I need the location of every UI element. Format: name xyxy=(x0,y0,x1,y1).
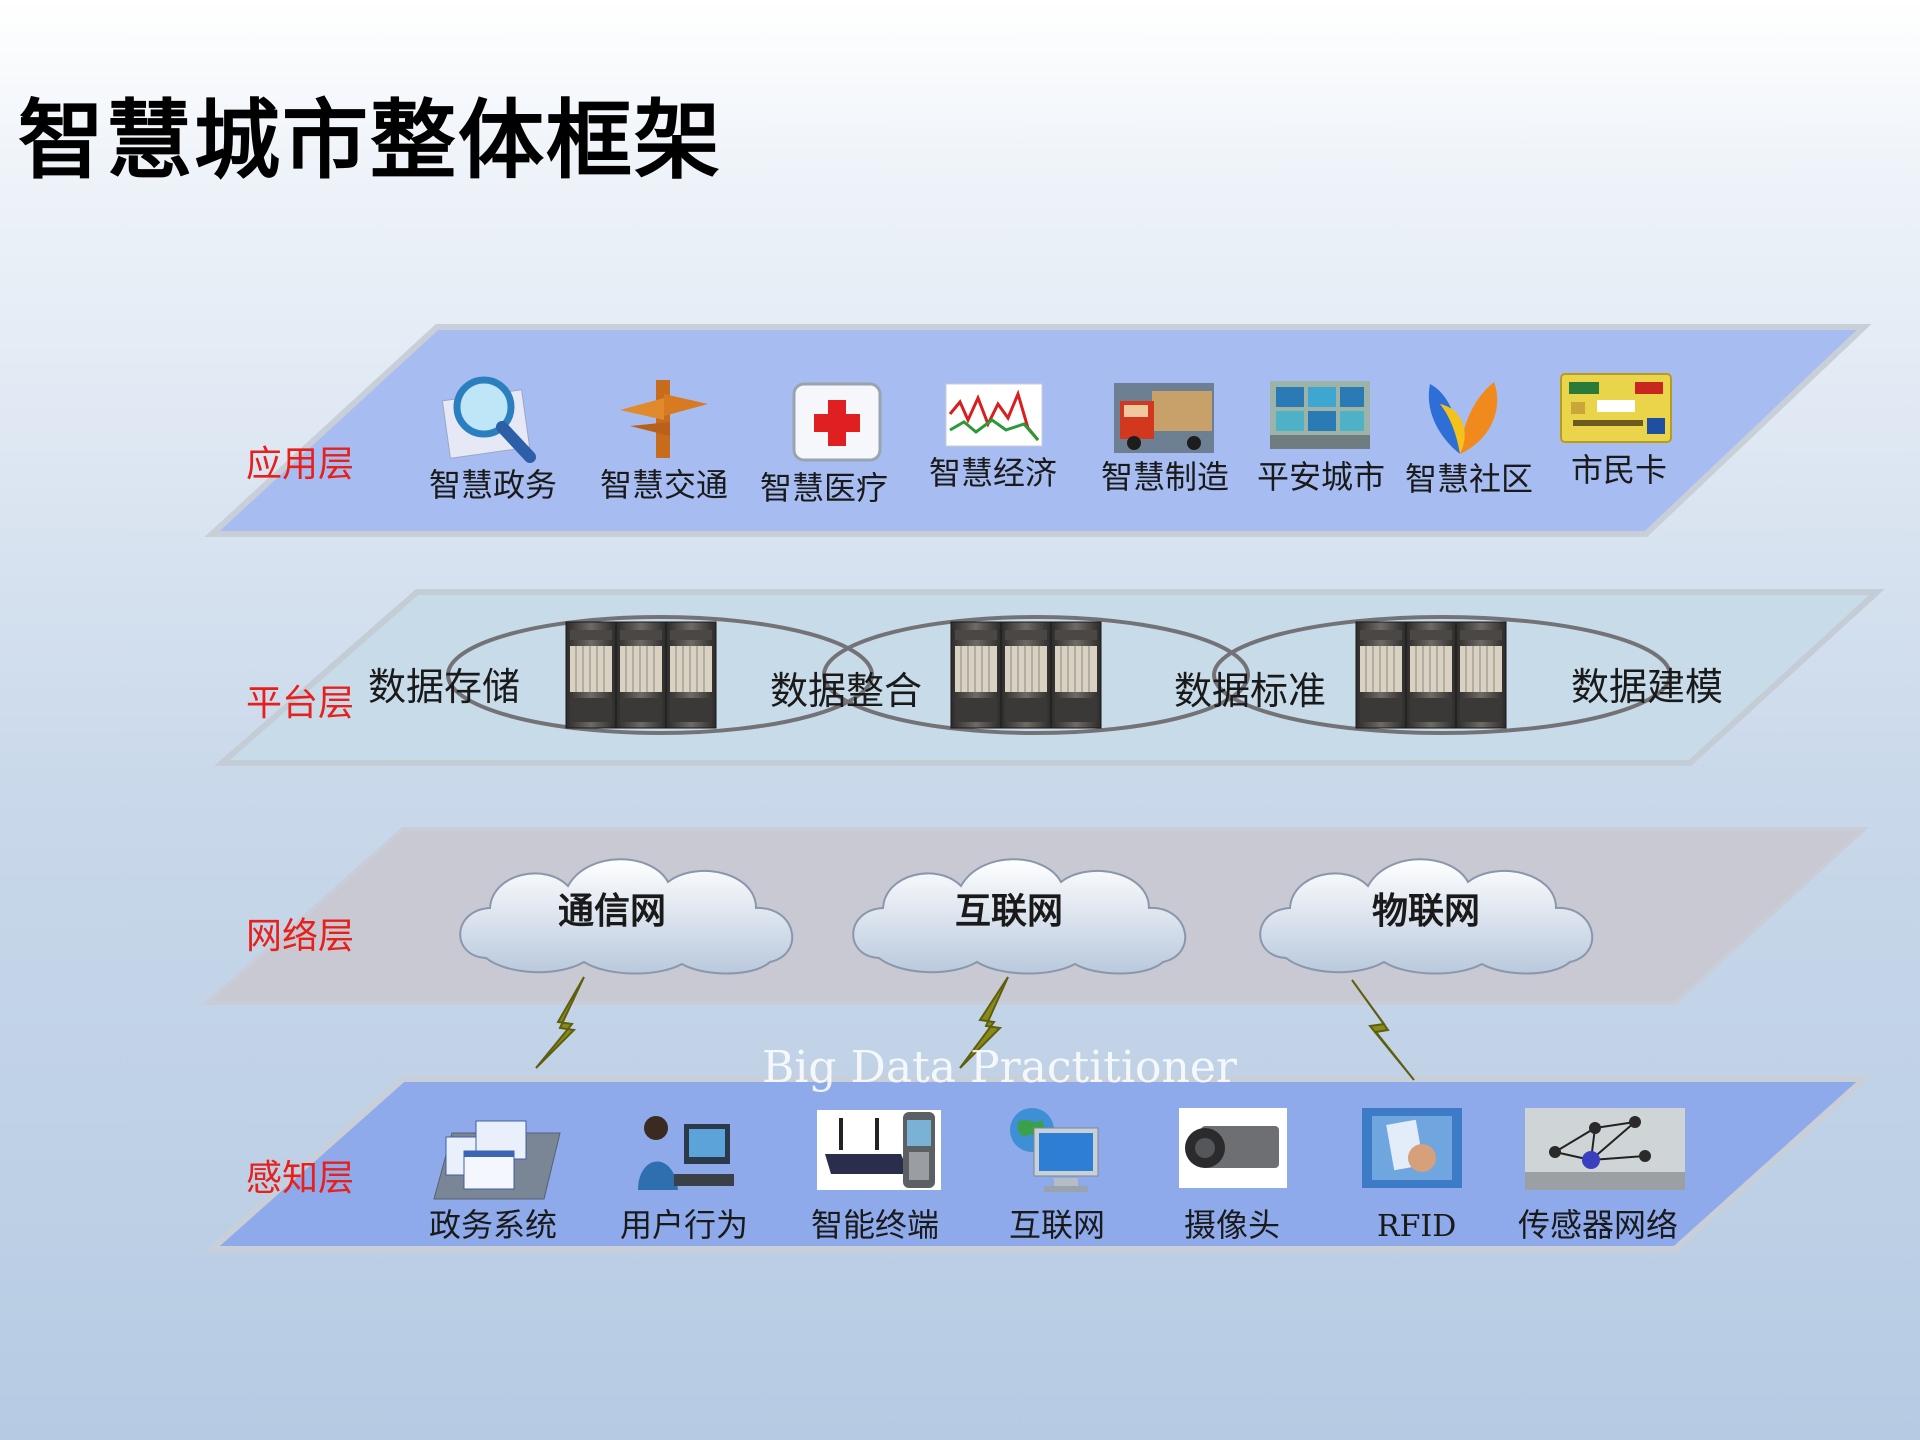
search-magnifier-icon xyxy=(441,376,536,463)
sense-item-label: 政务系统 xyxy=(429,1206,557,1244)
app-item-label: 智慧经济 xyxy=(929,454,1057,492)
monitor-wall-icon xyxy=(1270,381,1370,449)
platform-layer-label: 平台层 xyxy=(246,683,354,724)
medical-kit-icon xyxy=(792,382,882,462)
overlap-ring xyxy=(822,615,1250,735)
app-item-label: 智慧交通 xyxy=(600,466,728,504)
watermark-text: Big Data Practitioner xyxy=(762,1042,1238,1093)
truck-icon xyxy=(1114,383,1214,453)
network-item-label: 通信网 xyxy=(558,891,666,932)
community-logo-icon xyxy=(1428,382,1498,454)
platform-item-label: 数据标准 xyxy=(1174,669,1326,713)
network-item-label: 物联网 xyxy=(1372,891,1480,932)
cloud-icon xyxy=(459,858,794,975)
user-computer-icon xyxy=(638,1116,734,1190)
government-system-icon xyxy=(433,1120,561,1200)
platform-item-label: 数据整合 xyxy=(770,669,922,713)
app-item-label: 智慧医疗 xyxy=(760,469,888,507)
lightning-bolt-icon xyxy=(535,976,585,1069)
sense-item-label: 传感器网络 xyxy=(1518,1206,1678,1244)
sensing-layer-label: 感知层 xyxy=(246,1158,354,1199)
sense-item-label: 用户行为 xyxy=(620,1206,748,1244)
rfid-card-icon xyxy=(1362,1108,1462,1188)
cloud-icon xyxy=(1259,858,1594,975)
sense-item-label: 摄像头 xyxy=(1184,1206,1280,1244)
network-layer-label: 网络层 xyxy=(246,916,354,957)
sensor-network-icon xyxy=(1525,1108,1685,1190)
overlap-ring xyxy=(1212,615,1672,735)
lightning-bolt-icon xyxy=(1351,979,1415,1081)
app-item-label: 市民卡 xyxy=(1571,451,1667,489)
page-title: 智慧城市整体框架 xyxy=(18,91,722,191)
router-phone-icon xyxy=(817,1110,941,1190)
overlap-ring xyxy=(446,615,874,735)
camera-icon xyxy=(1179,1108,1287,1188)
platform-item-label: 数据存储 xyxy=(368,665,520,709)
server-rack-icon xyxy=(565,621,717,729)
sense-item-label: 智能终端 xyxy=(811,1206,939,1244)
globe-monitor-icon xyxy=(1010,1108,1099,1192)
app-item-label: 智慧制造 xyxy=(1101,458,1229,496)
cloud-icon xyxy=(852,858,1187,975)
lightning-bolt-icon xyxy=(959,976,1009,1069)
app-item-label: 智慧政务 xyxy=(429,466,557,504)
citizen-card-icon xyxy=(1560,373,1672,443)
signpost-icon xyxy=(620,380,708,458)
app-item-label: 平安城市 xyxy=(1257,458,1385,496)
network-item-label: 互联网 xyxy=(955,891,1063,932)
sense-item-label: 互联网 xyxy=(1009,1206,1105,1244)
server-rack-icon xyxy=(1355,621,1507,729)
platform-item-label: 数据建模 xyxy=(1571,665,1723,709)
stock-chart-icon xyxy=(945,383,1043,447)
application-layer-label: 应用层 xyxy=(246,444,354,485)
app-item-label: 智慧社区 xyxy=(1405,460,1533,498)
sense-item-label: RFID xyxy=(1377,1209,1456,1244)
server-rack-icon xyxy=(950,621,1102,729)
